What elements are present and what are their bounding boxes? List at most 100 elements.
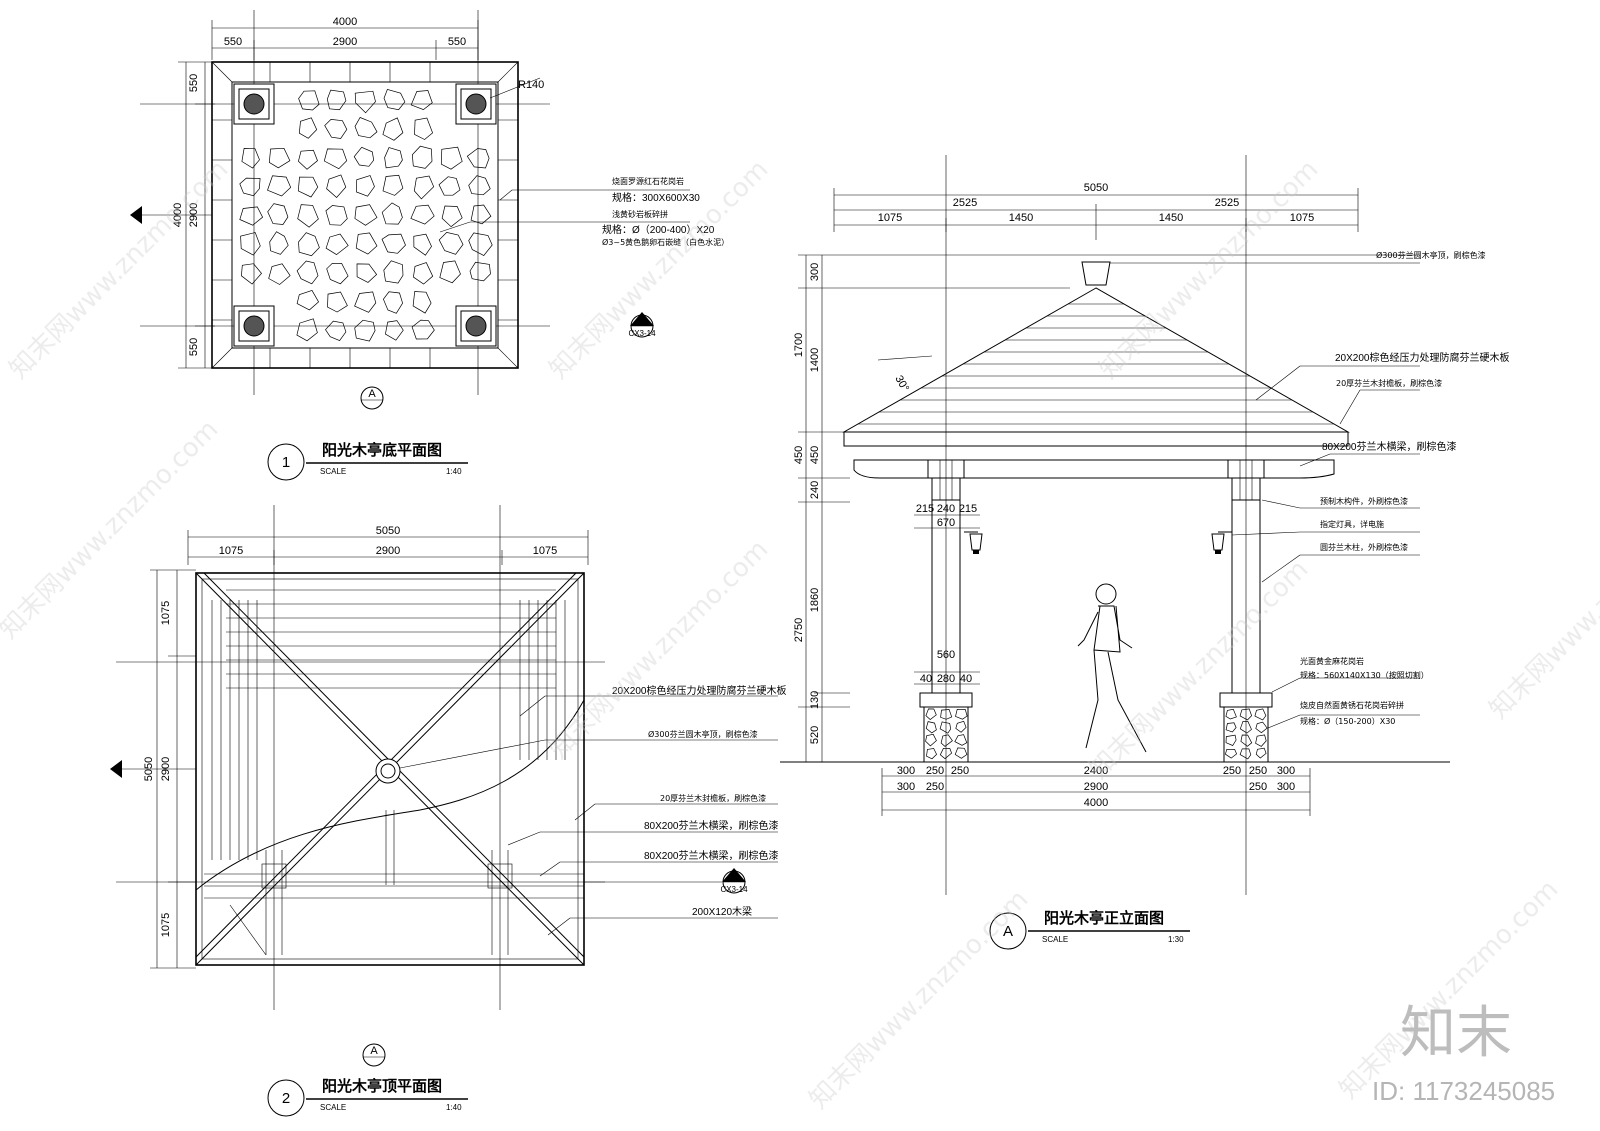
section-marker-right: CX3-14 (628, 312, 656, 338)
plan2-title: 阳光木亭顶平面图 (322, 1077, 442, 1095)
elev-dim-v9: 520 (809, 726, 821, 744)
elev-col-dim-2: 215 (959, 503, 977, 515)
plan2-note-0: 20X200棕色经压力处理防腐芬兰硬木板 (612, 684, 786, 697)
brand-logo-text: 知末 (1400, 1001, 1512, 1066)
plan1-dim-mid: 2900 (333, 36, 357, 48)
section-marker-bottom: A (360, 386, 384, 410)
elev-bdim-4: 250 (1223, 765, 1241, 777)
column-base-ne (455, 83, 497, 125)
elev-dim-v5: 240 (809, 481, 821, 499)
elev-bdim-3: 2400 (1084, 765, 1108, 777)
section-marker-bottom-2: A (362, 1043, 386, 1067)
section-arrow-left-2 (110, 760, 122, 778)
elev-bdim-1: 250 (926, 765, 944, 777)
elev-col-dim-7: 40 (960, 673, 972, 685)
elev-note-7: 光面黄金麻花岗岩 (1300, 656, 1364, 666)
plan1-note-1: 规格：300X600X30 (612, 191, 700, 204)
plan2-section-ref: CX3-14 (720, 885, 748, 894)
elev-title: 阳光木亭正立面图 (1044, 909, 1164, 927)
plan1-scale: 1:40 (446, 467, 462, 476)
plan1-index: 1 (282, 454, 290, 471)
elev-dim-v4: 450 (809, 446, 821, 464)
section-marker-right-2: CX3-14 (584, 868, 748, 894)
roof-beams (204, 810, 584, 956)
plan2-section-mark: A (370, 1045, 378, 1057)
watermark: 知末网www.znzmo.com (1084, 554, 1315, 785)
watermark: 知末网www.znzmo.com (1484, 494, 1600, 725)
elev-dim-half-r: 2525 (1215, 197, 1239, 209)
roof-plan: 5050 1075 2900 1075 1075 5050 2900 1075 (110, 505, 786, 1117)
plan1-dim-left-top: 550 (188, 74, 200, 92)
elev-dim-bay-r: 1450 (1159, 212, 1183, 224)
roof-finial (1081, 261, 1111, 286)
elev-dim-v6: 2750 (793, 618, 805, 642)
plan2-note-5: 200X120木梁 (692, 905, 752, 918)
elev-dim-v1: 1700 (793, 333, 805, 357)
fascia-board (843, 431, 1349, 447)
elev-note-0: Ø300芬兰圆木亭顶，刷棕色漆 (1376, 250, 1486, 260)
elev-bdim-10: 250 (1249, 781, 1267, 793)
front-elevation: 5050 2525 2525 1075 1450 1450 1075 300 1… (780, 155, 1509, 950)
elev-note-8: 规格：560X140X130（按照切割） (1300, 670, 1429, 680)
plan2-dim-mid: 2900 (376, 545, 400, 557)
watermark: 知末网www.znzmo.com (1094, 154, 1325, 385)
elev-bdim-6: 300 (1277, 765, 1295, 777)
watermark: 知末网www.znzmo.com (1334, 874, 1565, 1105)
plan2-note-2: 20厚芬兰木封檐板，刷棕色漆 (660, 793, 766, 803)
plan1-dim-right: 550 (448, 36, 466, 48)
elev-dim-v3: 450 (793, 446, 805, 464)
plan2-dim-left-top: 1075 (160, 601, 172, 625)
image-id: ID: 1173245085 (1372, 1076, 1555, 1106)
plan1-note-0: 烧面罗源红石花岗岩 (612, 176, 684, 186)
plan2-note-3: 80X200芬兰木横梁，刷棕色漆 (644, 819, 778, 832)
elev-note-4: 预制木构件，外刷棕色漆 (1320, 496, 1408, 506)
stone-plinth-pattern (925, 708, 1268, 760)
elev-col-dim-5: 40 (920, 673, 932, 685)
elev-bdim-5: 250 (1249, 765, 1267, 777)
wall-lamp-right (1211, 531, 1232, 554)
roof-apex (375, 758, 401, 784)
elev-col-dim-0: 215 (916, 503, 934, 515)
column-base-sw (233, 305, 275, 347)
elev-note-2: 20厚芬兰木封檐板，刷棕色漆 (1336, 378, 1442, 388)
human-scale-figure (1077, 583, 1147, 753)
elev-bdim-12: 4000 (1084, 797, 1108, 809)
elev-dim-v0: 300 (809, 263, 821, 281)
wall-lamp-left (964, 531, 983, 554)
crazy-paving-pattern (239, 88, 493, 342)
plan2-index: 2 (282, 1090, 290, 1107)
elev-bdim-9: 2900 (1084, 781, 1108, 793)
elev-bdim-11: 300 (1277, 781, 1295, 793)
elev-dim-v8: 130 (809, 691, 821, 709)
roof-boards (211, 589, 566, 860)
roof-angle: 30° (892, 374, 911, 394)
plan1-index-circle (267, 443, 305, 481)
watermark: 知末网www.znzmo.com (544, 154, 775, 385)
plan2-dim-left: 1075 (219, 545, 243, 557)
elev-note-10: 规格：Ø（150-200）X30 (1300, 716, 1395, 726)
elev-dim-v7: 1860 (809, 588, 821, 612)
elev-note-1: 20X200棕色经压力处理防腐芬兰硬木板 (1335, 351, 1509, 364)
elev-bdim-7: 300 (897, 781, 915, 793)
plan1-note-2: 浅黄砂岩板碎拼 (612, 209, 668, 219)
plan2-index-circle (267, 1079, 305, 1117)
elev-col-dim-6: 280 (937, 673, 955, 685)
elev-bdim-0: 300 (897, 765, 915, 777)
plan2-dim-left-bottom: 1075 (160, 913, 172, 937)
elev-col-dim-1: 240 (937, 503, 955, 515)
plan1-dim-left: 550 (224, 36, 242, 48)
watermark: 知末网www.znzmo.com (0, 414, 224, 645)
plan1-scale-label: SCALE (320, 467, 346, 476)
elev-dim-total: 5050 (1084, 182, 1108, 194)
plan1-note-4: Ø3~5黄色鹅卵石嵌缝（白色水泥） (602, 237, 729, 247)
elev-note-3: 80X200芬兰木横梁，刷棕色漆 (1322, 440, 1456, 453)
elev-col-dim-4: 560 (937, 649, 955, 661)
elev-col-dim-3: 670 (937, 517, 955, 529)
plan2-note-1: Ø300芬兰圆木亭顶，刷棕色漆 (648, 729, 758, 739)
elev-note-9: 烧皮自然面黄锈石花岗岩碎拼 (1300, 700, 1404, 710)
plan1-section-mark: A (368, 388, 376, 400)
main-beam (853, 459, 1335, 479)
plan2-scale: 1:40 (446, 1103, 462, 1112)
plan1-dim-total: 4000 (333, 16, 357, 28)
